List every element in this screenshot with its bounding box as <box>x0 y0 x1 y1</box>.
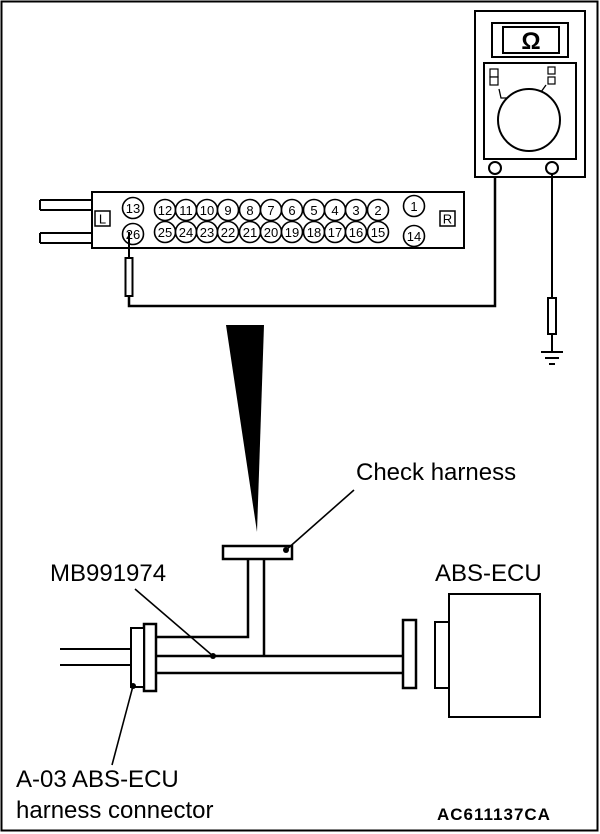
ground-symbol-icon <box>541 351 563 365</box>
connector-pin-label-1: 1 <box>410 199 417 214</box>
right-marker-box <box>439 210 456 227</box>
connector-pin-14 <box>402 224 426 248</box>
connector-pin-label-2: 2 <box>374 203 381 218</box>
connector-pin-label-24: 24 <box>179 225 193 240</box>
harness-connector-flange <box>142 622 158 693</box>
connector-pin-label-22: 22 <box>221 225 235 240</box>
connector-pin-label-17: 17 <box>328 225 342 240</box>
left-marker-box <box>94 210 111 227</box>
connector-pin-label-13: 13 <box>126 201 140 216</box>
connector-pin-label-9: 9 <box>224 203 231 218</box>
connector-pin-16 <box>344 220 368 244</box>
connector-pin-label-7: 7 <box>267 203 274 218</box>
connector-pin-label-12: 12 <box>158 203 172 218</box>
connector-label-line1: A-03 ABS-ECU <box>16 766 179 793</box>
connector-pin-label-26: 26 <box>126 227 140 242</box>
connector-pin-label-18: 18 <box>307 225 321 240</box>
probe-lead-pin-26 <box>124 172 497 308</box>
abs-ecu-unit <box>434 593 541 718</box>
ground-lead <box>541 174 563 365</box>
left-marker-label: L <box>99 212 106 227</box>
connector-pin-label-14: 14 <box>407 229 421 244</box>
pointer-wedge <box>226 325 264 532</box>
meter-terminal-left <box>488 161 502 175</box>
connector-pin-13 <box>121 196 145 220</box>
check-harness-assembly <box>60 544 418 693</box>
connector-pin-label-11: 11 <box>179 203 193 218</box>
ohm-symbol: Ω <box>521 28 540 55</box>
connector-pin-15 <box>366 220 390 244</box>
meter-terminal-right <box>545 161 559 175</box>
bottom-pin-row: 26 25 24 23 22 21 20 19 18 17 16 15 14 <box>121 220 426 248</box>
connector-pin-6 <box>280 198 304 222</box>
connector-pin-label-16: 16 <box>349 225 363 240</box>
check-harness-label: Check harness <box>356 459 516 486</box>
range-selector-dial <box>497 88 561 152</box>
ecu-side-flange <box>401 618 418 690</box>
connector-pin-26 <box>121 222 145 246</box>
callout-leaders <box>111 489 355 766</box>
connector-pin-label-25: 25 <box>158 225 172 240</box>
connector-pin-label-15: 15 <box>371 225 385 240</box>
right-marker-label: R <box>443 212 452 227</box>
connector-pin-label-23: 23 <box>200 225 214 240</box>
connector-pin-label-3: 3 <box>352 203 359 218</box>
connector-pin-22 <box>216 220 240 244</box>
mb-number-label: MB991974 <box>50 560 166 587</box>
connector-pin-label-10: 10 <box>200 203 214 218</box>
connector-pin-label-4: 4 <box>331 203 338 218</box>
connector-pin-label-8: 8 <box>246 203 253 218</box>
connector-pin-label-6: 6 <box>288 203 295 218</box>
connector-pin-label-21: 21 <box>243 225 257 240</box>
abs-ecu-label: ABS-ECU <box>435 560 542 587</box>
connector-pin-9 <box>216 198 240 222</box>
connector-pin-label-19: 19 <box>285 225 299 240</box>
figure-code: AC611137CA <box>437 805 551 824</box>
connector-pin-2 <box>366 198 390 222</box>
connector-pin-1 <box>402 194 426 218</box>
ohmmeter: Ω <box>474 10 586 178</box>
connector-pin-label-5: 5 <box>310 203 317 218</box>
check-harness-plug <box>221 544 294 561</box>
connector-pin-label-20: 20 <box>264 225 278 240</box>
connector-pin-19 <box>280 220 304 244</box>
connector-pin-3 <box>344 198 368 222</box>
connector-label-line2: harness connector <box>16 797 213 824</box>
